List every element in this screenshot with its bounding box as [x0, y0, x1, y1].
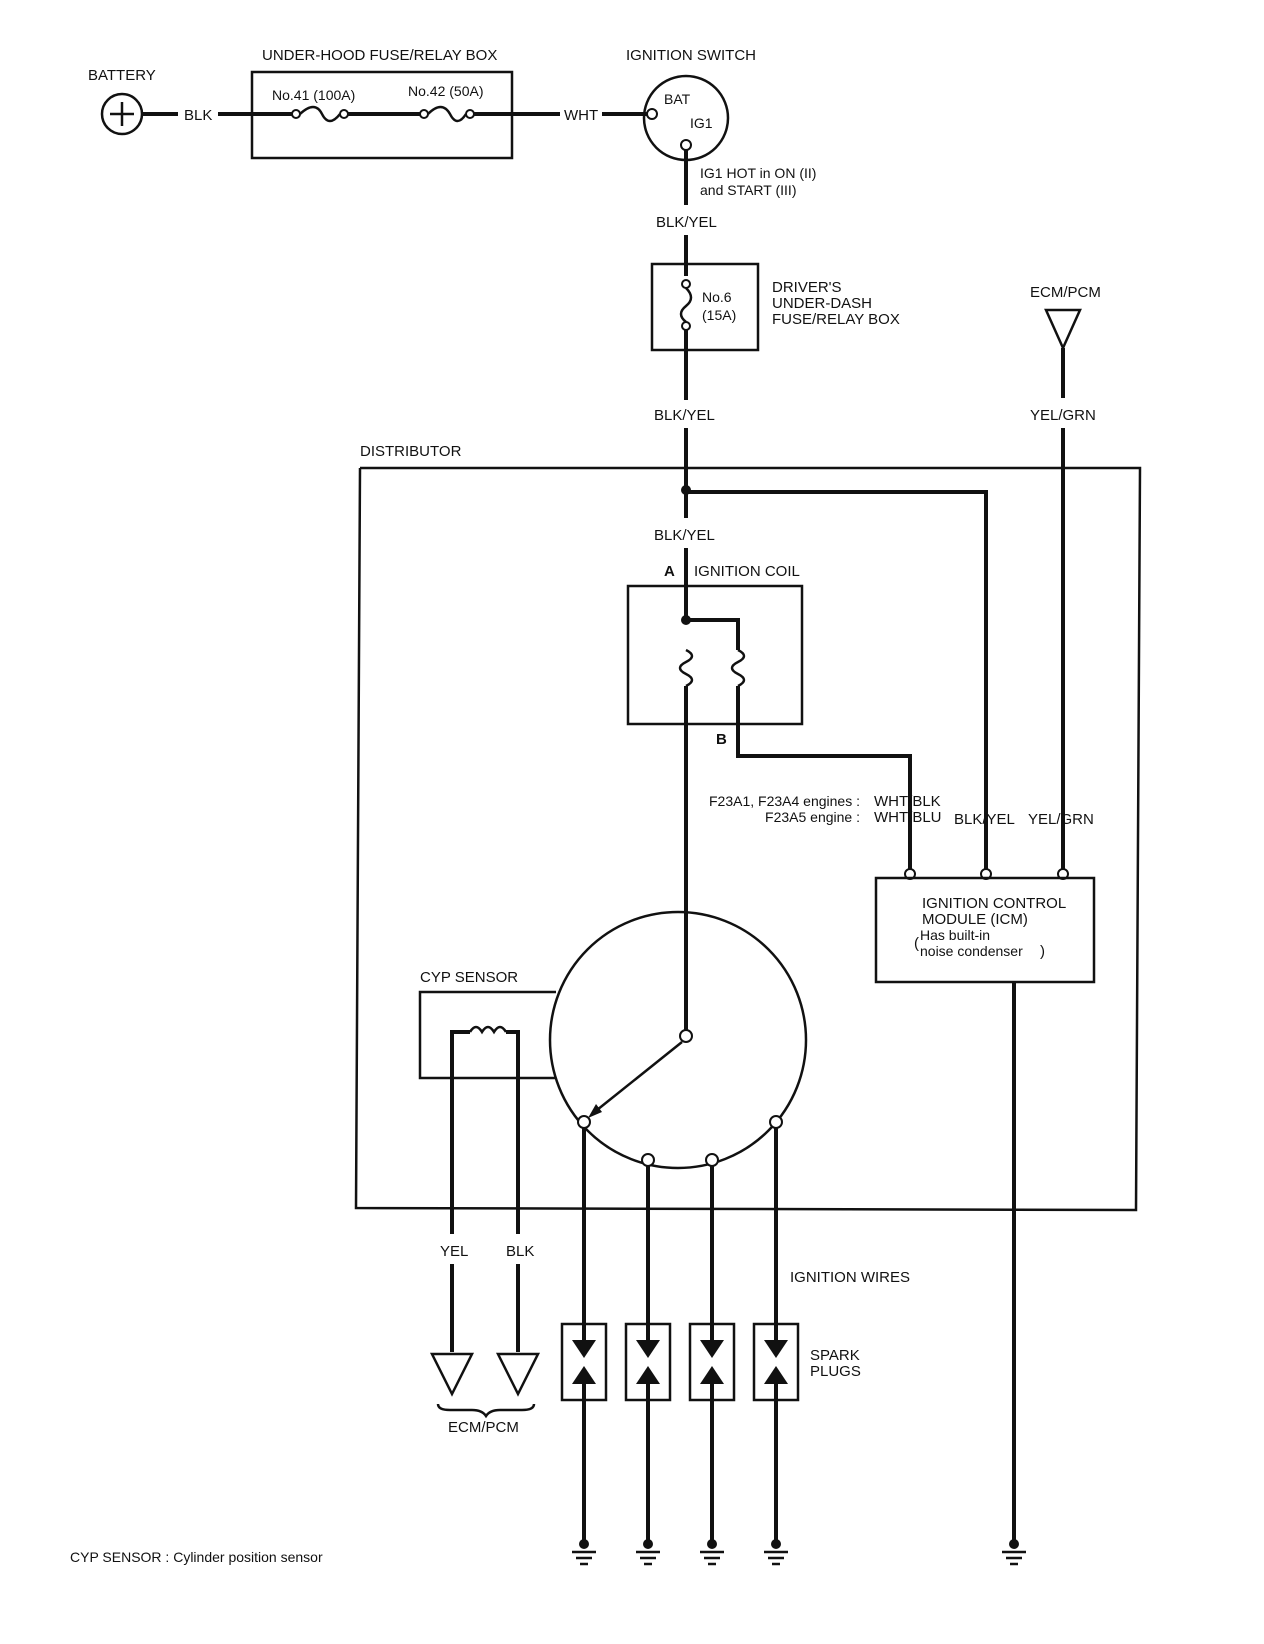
ignition-switch: IGNITION SWITCH BAT IG1	[626, 47, 756, 162]
spark-plugs-line1: SPARK	[810, 1347, 860, 1364]
battery-label: BATTERY	[88, 67, 156, 84]
icm-line2: MODULE (ICM)	[922, 911, 1028, 928]
battery: BATTERY	[88, 67, 156, 136]
distributor-label: DISTRIBUTOR	[360, 443, 462, 460]
svg-text:(: (	[914, 935, 919, 952]
under-dash-fuse-box: No.6 (15A) DRIVER'S UNDER-DASH FUSE/RELA…	[650, 262, 900, 352]
ecm-pcm-top: ECM/PCM YEL/GRN	[1030, 284, 1101, 424]
ground-icon	[700, 1539, 724, 1566]
ground-icon	[572, 1539, 596, 1566]
ig1-note-line2: and START (III)	[700, 182, 796, 198]
engine-notes: F23A1, F23A4 engines : WHT/BLK F23A5 eng…	[709, 793, 942, 826]
cyp-ecm-label: ECM/PCM	[448, 1419, 519, 1436]
ignition-coil-label: IGNITION COIL	[694, 563, 800, 580]
underhood-fuse-box: UNDER-HOOD FUSE/RELAY BOX No.41 (100A) N…	[250, 47, 514, 160]
icm-blkyel-label: BLK/YEL	[954, 811, 1015, 828]
fuse-41-label: No.41 (100A)	[272, 87, 355, 103]
cyp-ecm-connectors: ECM/PCM	[429, 1352, 541, 1436]
engine-line2-name: F23A5 engine :	[765, 809, 860, 825]
bat-terminal-label: BAT	[664, 91, 691, 107]
ig1-note-line1: IG1 HOT in ON (II)	[700, 165, 816, 181]
engine-line2-wire: WHT/BLU	[874, 809, 942, 826]
ignition-wires-label: IGNITION WIRES	[790, 1269, 910, 1286]
cyp-yel-label: YEL	[440, 1243, 468, 1260]
coil-terminal-b: B	[716, 731, 727, 748]
fuse-6-label: No.6	[702, 289, 732, 305]
engine-line1-wire: WHT/BLK	[874, 793, 941, 810]
battery-wire-label: BLK	[184, 107, 212, 124]
ignition-switch-label: IGNITION SWITCH	[626, 47, 756, 64]
ground-icon	[636, 1539, 660, 1566]
spark-plugs-line2: PLUGS	[810, 1363, 861, 1380]
blkyel-label-2: BLK/YEL	[654, 407, 715, 424]
cyp-sensor-label: CYP SENSOR	[420, 969, 518, 986]
distributor: DISTRIBUTOR	[354, 443, 1142, 1212]
underhood-box-label: UNDER-HOOD FUSE/RELAY BOX	[262, 47, 497, 64]
dash-box-line3: FUSE/RELAY BOX	[772, 311, 900, 328]
fuse-6-rating: (15A)	[702, 307, 736, 323]
dash-box-line1: DRIVER'S	[772, 279, 842, 296]
ground-icon	[1002, 1539, 1026, 1566]
fuse-42-label: No.42 (50A)	[408, 83, 483, 99]
cyp-sensor: CYP SENSOR	[418, 969, 556, 1212]
ground-icon	[764, 1539, 788, 1566]
icm-line1: IGNITION CONTROL	[922, 895, 1066, 912]
spark-plug-2	[624, 1166, 672, 1542]
svg-text:): )	[1040, 943, 1045, 960]
icm-line4: noise condenser	[920, 943, 1023, 959]
coil-terminal-a: A	[664, 563, 675, 580]
blkyel-label-3: BLK/YEL	[654, 527, 715, 544]
blkyel-label-1: BLK/YEL	[656, 214, 717, 231]
icm-yelgrn-label: YEL/GRN	[1028, 811, 1094, 828]
footnote: CYP SENSOR : Cylinder position sensor	[70, 1549, 323, 1565]
spark-plug-3	[688, 1166, 736, 1542]
ignition-coil: A IGNITION COIL B	[626, 563, 804, 748]
dash-box-line2: UNDER-DASH	[772, 295, 872, 312]
ecm-top-wire-label: YEL/GRN	[1030, 407, 1096, 424]
spark-plug-4	[752, 1128, 800, 1542]
ecm-top-label: ECM/PCM	[1030, 284, 1101, 301]
engine-line1-name: F23A1, F23A4 engines :	[709, 793, 860, 809]
wht-wire-label: WHT	[564, 107, 598, 124]
cyp-blk-label: BLK	[506, 1243, 534, 1260]
spark-plug-1	[560, 1128, 608, 1542]
icm-line3: Has built-in	[920, 927, 990, 943]
ig1-terminal-label: IG1	[690, 115, 713, 131]
ignition-control-module: IGNITION CONTROL MODULE (ICM) ( Has buil…	[874, 868, 1096, 984]
distributor-cap	[548, 910, 808, 1170]
